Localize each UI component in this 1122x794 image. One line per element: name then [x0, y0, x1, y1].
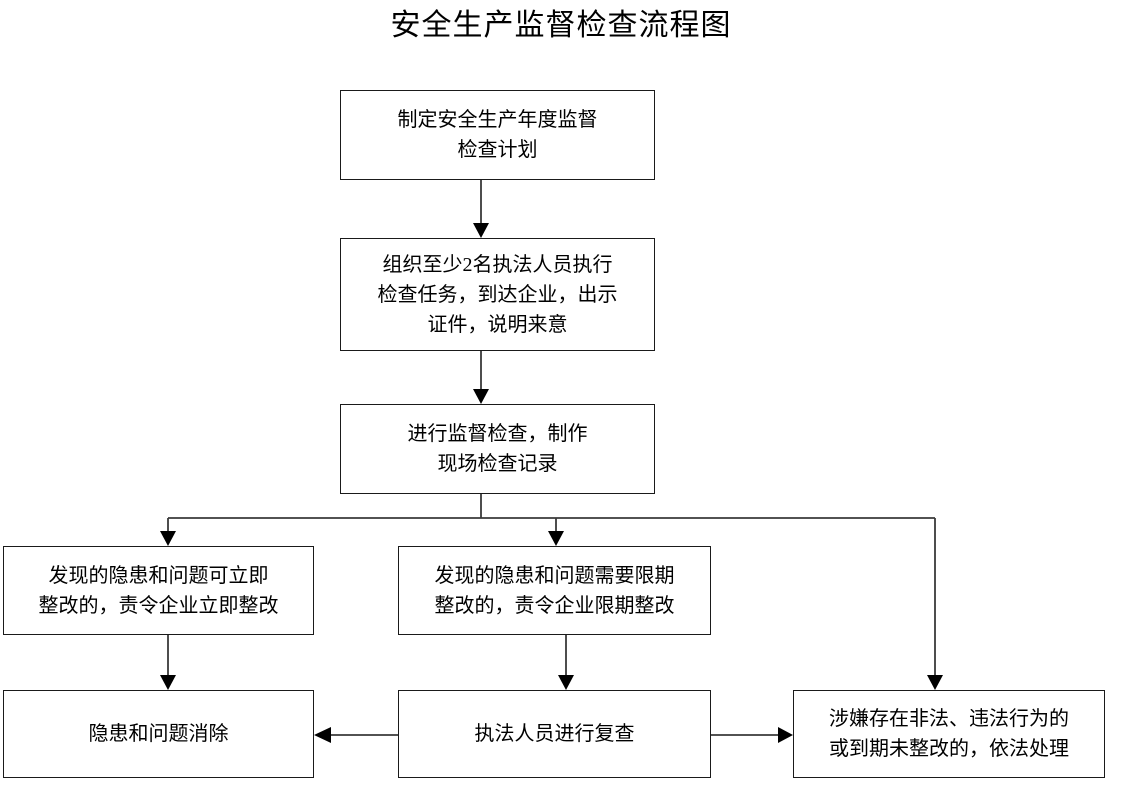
flow-node-officer-recheck[interactable]: 执法人员进行复查	[398, 690, 711, 778]
edge-n3-n5	[548, 518, 564, 546]
flow-node-plan[interactable]: 制定安全生产年度监督 检查计划	[340, 90, 655, 180]
flow-node-immediate-rectification[interactable]: 发现的隐患和问题可立即 整改的，责令企业立即整改	[3, 546, 314, 635]
edge-n2-n3	[473, 351, 489, 404]
edge-n7-n6	[314, 727, 398, 743]
flow-node-dispatch-officers[interactable]: 组织至少2名执法人员执行 检查任务，到达企业，出示 证件，说明来意	[340, 238, 655, 351]
edge-n3-branch-bus	[168, 494, 935, 519]
edge-n3-n4	[160, 518, 176, 546]
edge-n7-n8	[711, 727, 793, 743]
edge-n3-n8	[927, 518, 943, 690]
flow-node-label: 组织至少2名执法人员执行 检查任务，到达企业，出示 证件，说明来意	[377, 253, 618, 336]
edge-n4-n6	[160, 635, 176, 690]
flow-node-label: 涉嫌存在非法、违法行为的 或到期未整改的，依法处理	[829, 708, 1069, 760]
flow-node-deadline-rectification[interactable]: 发现的隐患和问题需要限期 整改的，责令企业限期整改	[398, 546, 711, 635]
flow-node-label: 进行监督检查，制作 现场检查记录	[407, 423, 588, 475]
flow-node-legal-handling[interactable]: 涉嫌存在非法、违法行为的 或到期未整改的，依法处理	[793, 690, 1105, 778]
flow-node-label: 执法人员进行复查	[474, 723, 635, 745]
edge-n1-n2	[473, 180, 489, 238]
flow-node-hazards-eliminated[interactable]: 隐患和问题消除	[3, 690, 314, 778]
flow-node-label: 制定安全生产年度监督 检查计划	[397, 109, 598, 161]
flow-node-conduct-inspection[interactable]: 进行监督检查，制作 现场检查记录	[340, 404, 655, 494]
flow-node-label: 发现的隐患和问题需要限期 整改的，责令企业限期整改	[434, 564, 675, 617]
page-title: 安全生产监督检查流程图	[390, 9, 732, 42]
edge-n5-n7	[558, 635, 574, 690]
flow-node-label: 发现的隐患和问题可立即 整改的，责令企业立即整改	[38, 564, 279, 617]
flow-node-label: 隐患和问题消除	[88, 723, 229, 745]
